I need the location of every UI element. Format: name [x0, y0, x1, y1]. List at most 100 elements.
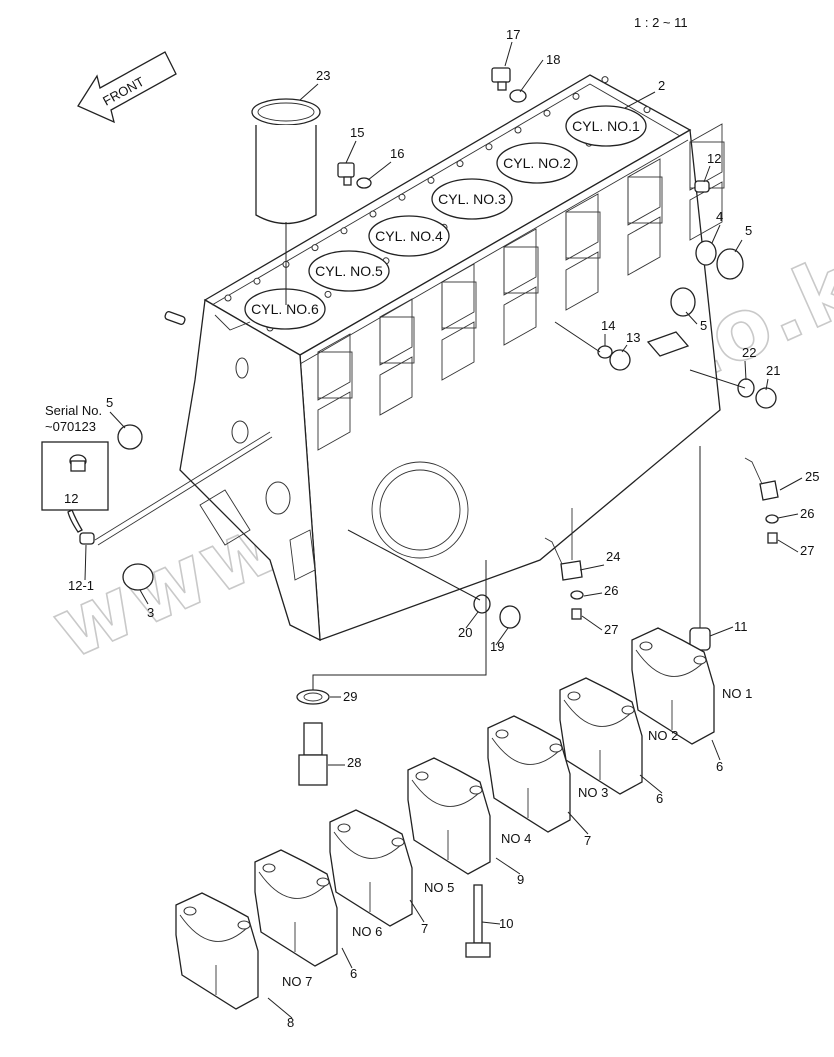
plug-12-top	[694, 180, 710, 193]
cylinder-liner	[251, 98, 321, 305]
seal-5-right	[716, 248, 744, 280]
plug-13	[609, 349, 631, 371]
callout-28: 28	[347, 755, 361, 770]
cylinder-label: CYL. NO.1	[572, 118, 640, 134]
deck-hole	[224, 294, 232, 302]
leader-line	[109, 411, 126, 429]
seal-4	[695, 240, 717, 266]
block-web-window	[565, 193, 599, 261]
callout-4: 4	[716, 209, 723, 224]
callout-2: 2	[658, 78, 665, 93]
leader-line	[495, 857, 521, 875]
cylinder-bore-3: CYL. NO.3	[431, 178, 513, 220]
callout-27-b: 27	[604, 622, 618, 637]
deck-hole	[369, 210, 377, 218]
deck-hole	[427, 176, 435, 184]
callout-23: 23	[316, 68, 330, 83]
inset-title-2: ~070123	[45, 419, 96, 434]
leader-line	[579, 564, 605, 571]
cap-label-4: NO 4	[501, 831, 531, 846]
leader-line	[711, 224, 721, 244]
cylinder-label: CYL. NO.5	[315, 263, 383, 279]
leader-line	[744, 360, 747, 381]
deck-hole	[543, 109, 551, 117]
callout-27-a: 27	[800, 543, 814, 558]
leader-line	[709, 626, 734, 637]
callout-8: 8	[287, 1015, 294, 1030]
curved-arrow-icon	[67, 509, 83, 533]
leader-line	[777, 539, 799, 553]
leader-line	[84, 544, 87, 581]
leader-line	[765, 378, 769, 391]
callout-12-1: 12-1	[68, 578, 94, 593]
leader-line	[345, 140, 357, 164]
block-web-window	[689, 123, 723, 191]
callout-5-a: 5	[745, 223, 752, 238]
leader-line	[689, 369, 746, 389]
leader-line	[581, 615, 603, 631]
bearing-cap-2	[559, 677, 643, 795]
leader-line	[409, 899, 425, 923]
callout-24: 24	[606, 549, 620, 564]
cap-label-3: NO 3	[578, 785, 608, 800]
cylinder-bore-6: CYL. NO.6	[244, 288, 326, 330]
deck-hole	[572, 92, 580, 100]
bearing-cap-labels: NO 1 NO 2 NO 3 NO 4 NO 5 NO 6 NO 7	[282, 686, 752, 989]
leader-line	[554, 321, 601, 353]
deck-hole	[311, 244, 319, 252]
callout-10: 10	[499, 916, 513, 931]
callout-29: 29	[343, 689, 357, 704]
leader-line	[703, 165, 711, 183]
leader-line	[624, 91, 656, 109]
leader-line	[341, 947, 353, 969]
callout-13: 13	[626, 330, 640, 345]
callout-11: 11	[734, 619, 748, 634]
callout-26-a: 26	[800, 506, 814, 521]
block-web-window	[317, 333, 351, 401]
block-web-window	[503, 286, 537, 346]
cover-plate	[646, 331, 690, 357]
block-web-window	[565, 251, 599, 311]
block-web-window	[317, 391, 351, 451]
callout-5-b: 5	[700, 318, 707, 333]
inset-title-1: Serial No.	[45, 403, 102, 418]
oil-jet-25	[744, 457, 779, 544]
cylinder-label: CYL. NO.4	[375, 228, 443, 244]
deck-hole	[456, 160, 464, 168]
leader-line	[299, 83, 319, 101]
deck-hole	[643, 106, 651, 114]
callout-labels: 17 18 23 2 15 16 12 4 5 5 14 13 22 21 5 …	[68, 27, 819, 1030]
leader-line	[481, 921, 501, 925]
plug-12-1	[79, 532, 95, 545]
bearing-cap-1	[631, 627, 715, 745]
cap-label-7: NO 7	[282, 974, 312, 989]
leader-line	[685, 311, 698, 325]
callout-3: 3	[147, 605, 154, 620]
block-web-window	[627, 158, 661, 226]
callout-26-b: 26	[604, 583, 618, 598]
deck-hole	[514, 126, 522, 134]
front-arrow-icon: FRONT	[77, 51, 177, 124]
bearing-cap-7	[175, 892, 259, 1010]
serial-inset: Serial No. ~070123 12	[41, 403, 109, 511]
cap-label-2: NO 2	[648, 728, 678, 743]
block-web-window	[379, 298, 413, 366]
leader-line	[583, 592, 603, 597]
leader-lines	[84, 41, 803, 1019]
block-web-window	[441, 321, 475, 381]
leader-line	[504, 41, 513, 67]
cylinder-label: CYL. NO.2	[503, 155, 571, 171]
bearing-cap-6	[254, 849, 338, 967]
callout-18: 18	[546, 52, 560, 67]
callout-6-a: 6	[716, 759, 723, 774]
leader-line	[779, 477, 803, 491]
leader-line	[465, 611, 479, 629]
bearing-cap-5	[329, 809, 413, 927]
callout-16: 16	[390, 146, 404, 161]
leader-line	[495, 627, 509, 646]
seal-5-lower	[670, 287, 696, 317]
leader-line	[567, 811, 589, 835]
scale-text: 1 : 2 ~ 11	[634, 15, 688, 30]
leader-line	[711, 739, 721, 761]
callout-17: 17	[506, 27, 520, 42]
